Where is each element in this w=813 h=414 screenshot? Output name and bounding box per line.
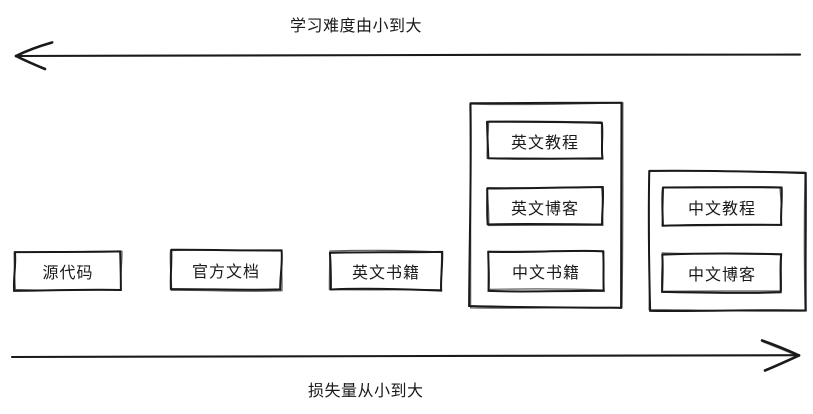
group-right-item-2[interactable]: 中文博客 — [663, 254, 781, 292]
group-right-item-1[interactable]: 中文教程 — [663, 188, 781, 225]
node-label: 中文博客 — [687, 265, 756, 284]
group-middle-item-1[interactable]: 英文教程 — [488, 122, 602, 159]
node-label: 英文教程 — [510, 132, 579, 152]
node-label: 英文博客 — [510, 198, 579, 218]
node-label: 中文书籍 — [511, 263, 580, 282]
node-outlines — [12, 101, 807, 313]
arrow-right-icon — [10, 339, 801, 372]
axis-label-difficulty: 学习难度由小到大 — [290, 16, 423, 35]
node-3[interactable]: 英文书籍 — [330, 252, 442, 290]
node-label: 源代码 — [42, 263, 94, 282]
node-label: 中文教程 — [687, 198, 756, 218]
node-2[interactable]: 官方文档 — [171, 250, 281, 290]
group-middle-item-3[interactable]: 中文书籍 — [488, 252, 604, 290]
node-label: 英文书籍 — [351, 263, 420, 282]
node-1[interactable]: 源代码 — [15, 252, 121, 290]
group-middle-item-2[interactable]: 英文博客 — [488, 188, 602, 225]
axis-label-loss: 损失量从小到大 — [308, 381, 424, 400]
arrow-left-icon — [14, 41, 802, 71]
node-label: 官方文档 — [191, 262, 260, 281]
